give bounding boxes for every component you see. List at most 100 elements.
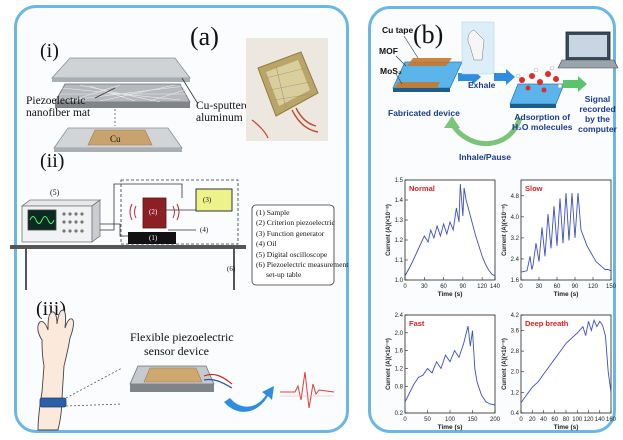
legend-item: (1) Sample [256,208,290,217]
y-tick-label: 0.8 [395,384,404,390]
y-tick-label: 2.0 [395,331,404,337]
label-3: (3) [203,196,212,204]
mos2-label: MoS₂ [380,66,402,76]
x-tick-label: 20 [529,417,536,423]
y-tick-label: 1.1 [395,258,404,264]
chart-title: Normal [409,184,435,193]
x-tick-label: 160 [606,417,617,423]
y-axis-label: Current (A)(×10⁻⁸) [502,204,508,256]
legend-item: (6) Piezoelectric measurement [256,260,349,270]
y-tick-label: 3.6 [511,328,520,334]
y-tick-label: 1.4 [395,198,404,204]
y-axis-label: Current (A)(×10⁻⁸) [386,338,392,390]
adsorption-label: Adsorption of H₂O molecules [512,112,572,132]
x-tick-label: 0 [519,284,523,290]
label-5: (5) [50,188,60,197]
panel-b-label: (b) [413,20,444,49]
x-tick-label: 140 [490,284,501,290]
adsorption-line-1: Adsorption of [514,112,571,122]
subpanel-ii-label: (ii) [40,150,65,172]
panel-a-label: (a) [190,22,219,51]
y-tick-label: 1.0 [395,278,404,284]
subpanel-i-label: (i) [40,40,59,62]
x-tick-label: 90 [460,284,467,290]
device-photo [246,38,328,141]
x-tick-label: 100 [445,417,456,423]
x-tick-label: 100 [572,417,583,423]
mof-label: MOF [379,46,398,56]
x-tick-label: 0 [403,284,407,290]
y-tick-label: 1.2 [511,390,520,396]
chart-frame [404,179,496,281]
x-tick-label: 120 [588,284,599,290]
y-tick-label: 4.0 [511,215,520,221]
series-line [404,325,496,406]
chart-title: Fast [409,319,425,328]
inhale-pause-label: Inhale/Pause [459,152,511,162]
x-tick-label: 150 [467,417,478,423]
y-tick-label: 2.8 [511,349,520,355]
y-tick-label: 0.2 [395,411,404,417]
exhale-label: Exhale [468,80,496,90]
y-tick-label: 4.8 [511,194,520,200]
cu-foil-label: Cu-sputtered aluminum foil [196,100,262,124]
device-caption: Flexible piezoelectric sensor device [130,330,234,358]
x-tick-label: 30 [536,284,543,290]
series-line [520,318,612,403]
y-axis-label: Current (A)(×10⁻⁸) [502,338,508,390]
x-tick-label: 60 [440,284,447,290]
y-tick-label: 1.5 [395,178,404,184]
y-tick-label: 1.6 [395,349,404,355]
legend-item: set-up table [266,270,302,280]
curved-arrow-icon [224,386,274,412]
x-axis-label: Time (s) [554,424,579,431]
x-tick-label: 200 [490,417,501,423]
x-tick-label: 150 [606,284,617,290]
label-1: (1) [149,234,158,242]
y-tick-label: 0.4 [511,411,520,417]
legend-item: (2) Criterion piezoelectric [256,218,335,228]
x-tick-label: 50 [424,417,431,423]
digital-oscilloscope [20,199,102,243]
x-axis-label: Time (s) [438,424,463,431]
label-4: (4) [200,226,209,234]
y-tick-label: 3.2 [511,236,520,242]
y-tick-label: 1.3 [395,218,404,224]
device-caption-line-1: Flexible piezoelectric [130,330,234,344]
fabricated-device-label: Fabricated device [388,108,460,118]
x-tick-label: 120 [477,284,488,290]
y-tick-label: 1.2 [395,366,404,372]
device-caption-line-2: sensor device [144,344,209,358]
signal-line-2: by the [584,114,611,124]
y-tick-label: 4.2 [511,313,520,319]
y-tick-label: 2.0 [511,370,520,376]
chart-title: Slow [525,184,543,193]
signal-recorded-label: Signal recorded by the computer [572,94,623,134]
pulse-signal-icon [280,371,335,409]
setup-legend: (1) Sample (2) Criterion piezoelectric (… [256,208,348,281]
x-tick-label: 80 [563,417,570,423]
adsorption-line-2: H₂O molecules [512,122,573,132]
x-tick-label: 30 [421,284,428,290]
x-tick-label: 60 [551,417,558,423]
subpanel-iii-label: (iii) [36,298,66,320]
x-tick-label: 0 [403,417,407,423]
layer-stack-schematic [51,57,191,152]
label-2: (2) [149,208,158,216]
series-line [404,183,496,277]
y-tick-label: 2.4 [511,257,520,263]
label-6: (6) [227,265,236,273]
legend-item: (5) Digital oscilloscope [256,249,328,259]
x-tick-label: 140 [595,417,606,423]
series-line [520,193,612,273]
legend-item: (3) Function generator [256,228,325,238]
chart-frame [520,314,612,414]
y-axis-label: Current (A)(×10⁻⁸) [386,204,392,256]
x-tick-label: 40 [540,417,547,423]
x-axis-label: Time (s) [438,291,463,298]
signal-line-1: Signal recorded [579,94,616,114]
cu-electrode-label: Cu [110,134,121,144]
